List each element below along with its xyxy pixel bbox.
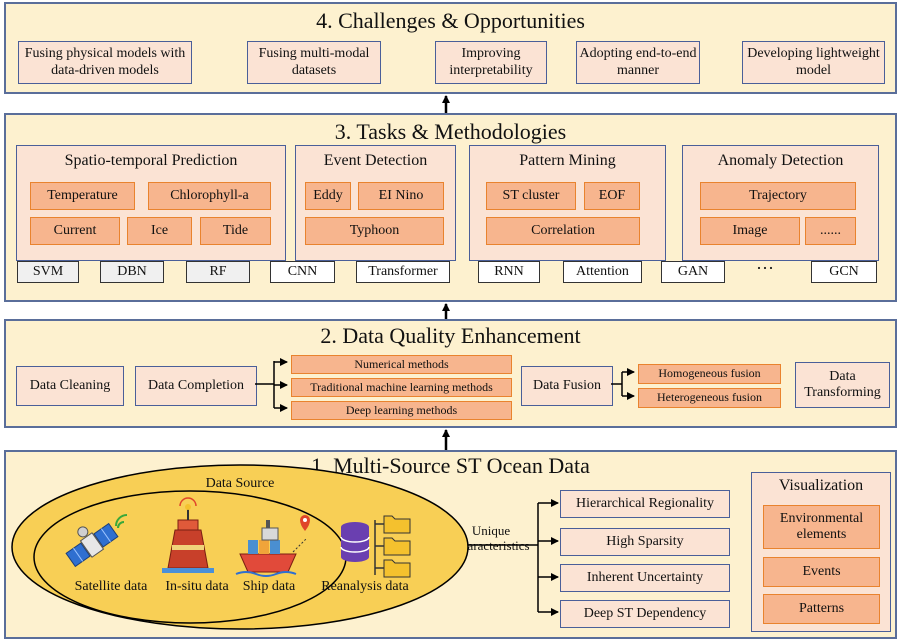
challenges-title: 4. Challenges & Opportunities (316, 8, 585, 33)
completion-method: Traditional machine learning methods (291, 378, 512, 397)
method-tag: RNN (478, 261, 540, 283)
task-item: Tide (200, 217, 271, 245)
task-item: Chlorophyll-a (148, 182, 271, 210)
method-tag: Attention (563, 261, 642, 283)
task-item: Trajectory (700, 182, 856, 210)
data-source-text-layer: Data Source Satellite data In-situ data … (4, 450, 474, 639)
visualization-title: Visualization (778, 477, 864, 494)
task-item: Eddy (305, 182, 351, 210)
data-fusion-box: Data Fusion (521, 366, 613, 406)
visualization-group: Visualization Environmental elements Eve… (751, 472, 891, 632)
fusion-method: Heterogeneous fusion (638, 388, 781, 408)
tasks-title: 3. Tasks & Methodologies (334, 119, 567, 144)
method-ellipsis: ··· (756, 257, 774, 278)
completion-method: Deep learning methods (291, 401, 512, 420)
characteristic-item: Inherent Uncertainty (560, 564, 730, 592)
quality-panel: 2. Data Quality Enhancement Data Cleanin… (4, 319, 897, 428)
visualization-item: Patterns (763, 594, 880, 624)
fusion-method: Homogeneous fusion (638, 364, 781, 384)
method-tag: DBN (100, 261, 164, 283)
characteristic-item: Deep ST Dependency (560, 600, 730, 628)
source-label-top: Ship data (242, 579, 296, 594)
method-tag: RF (186, 261, 250, 283)
challenge-item: Developing lightweight model (742, 41, 885, 84)
stp-group: Spatio-temporal Prediction Temperature C… (16, 145, 286, 261)
pattern-title: Pattern Mining (519, 152, 616, 169)
anomaly-title: Anomaly Detection (717, 152, 844, 169)
method-tag: SVM (17, 261, 79, 283)
task-item: Image (700, 217, 800, 245)
task-item: ...... (805, 217, 856, 245)
visualization-item: Environmental elements (763, 505, 880, 549)
task-item: Temperature (30, 182, 135, 210)
event-group: Event Detection Eddy EI Nino Typhoon (295, 145, 456, 261)
visualization-item: Events (763, 557, 880, 587)
task-item: Typhoon (305, 217, 444, 245)
task-item: EOF (584, 182, 640, 210)
challenge-item: Fusing multi-modal datasets (247, 41, 381, 84)
event-title: Event Detection (323, 152, 428, 169)
challenge-item: Improving interpretability (435, 41, 547, 84)
task-item: Ice (127, 217, 192, 245)
challenges-panel: 4. Challenges & Opportunities Fusing phy… (4, 2, 897, 94)
anomaly-group: Anomaly Detection Trajectory Image .....… (682, 145, 879, 261)
source-label-top: Satellite data (74, 579, 148, 594)
challenge-item: Adopting end-to-end manner (576, 41, 700, 84)
data-source-label-top: Data Source (205, 476, 275, 491)
source-label-top: In-situ data (165, 579, 229, 594)
completion-method: Numerical methods (291, 355, 512, 374)
method-tag: Transformer (356, 261, 450, 283)
method-tag: GAN (661, 261, 725, 283)
quality-title: 2. Data Quality Enhancement (320, 323, 581, 348)
task-item: EI Nino (358, 182, 444, 210)
method-tag: CNN (270, 261, 335, 283)
pattern-group: Pattern Mining ST cluster EOF Correlatio… (469, 145, 666, 261)
challenge-item: Fusing physical models with data-driven … (18, 41, 192, 84)
stp-title: Spatio-temporal Prediction (64, 152, 238, 169)
method-tag: GCN (811, 261, 877, 283)
data-completion-box: Data Completion (135, 366, 257, 406)
data-cleaning-box: Data Cleaning (16, 366, 124, 406)
task-item: Current (30, 217, 120, 245)
task-item: Correlation (486, 217, 640, 245)
task-item: ST cluster (486, 182, 576, 210)
characteristic-item: Hierarchical Regionality (560, 490, 730, 518)
characteristic-item: High Sparsity (560, 528, 730, 556)
tasks-panel: 3. Tasks & Methodologies Spatio-temporal… (4, 113, 897, 302)
source-label-top: Reanalysis data (321, 579, 409, 594)
data-transforming-box: Data Transforming (795, 362, 890, 408)
